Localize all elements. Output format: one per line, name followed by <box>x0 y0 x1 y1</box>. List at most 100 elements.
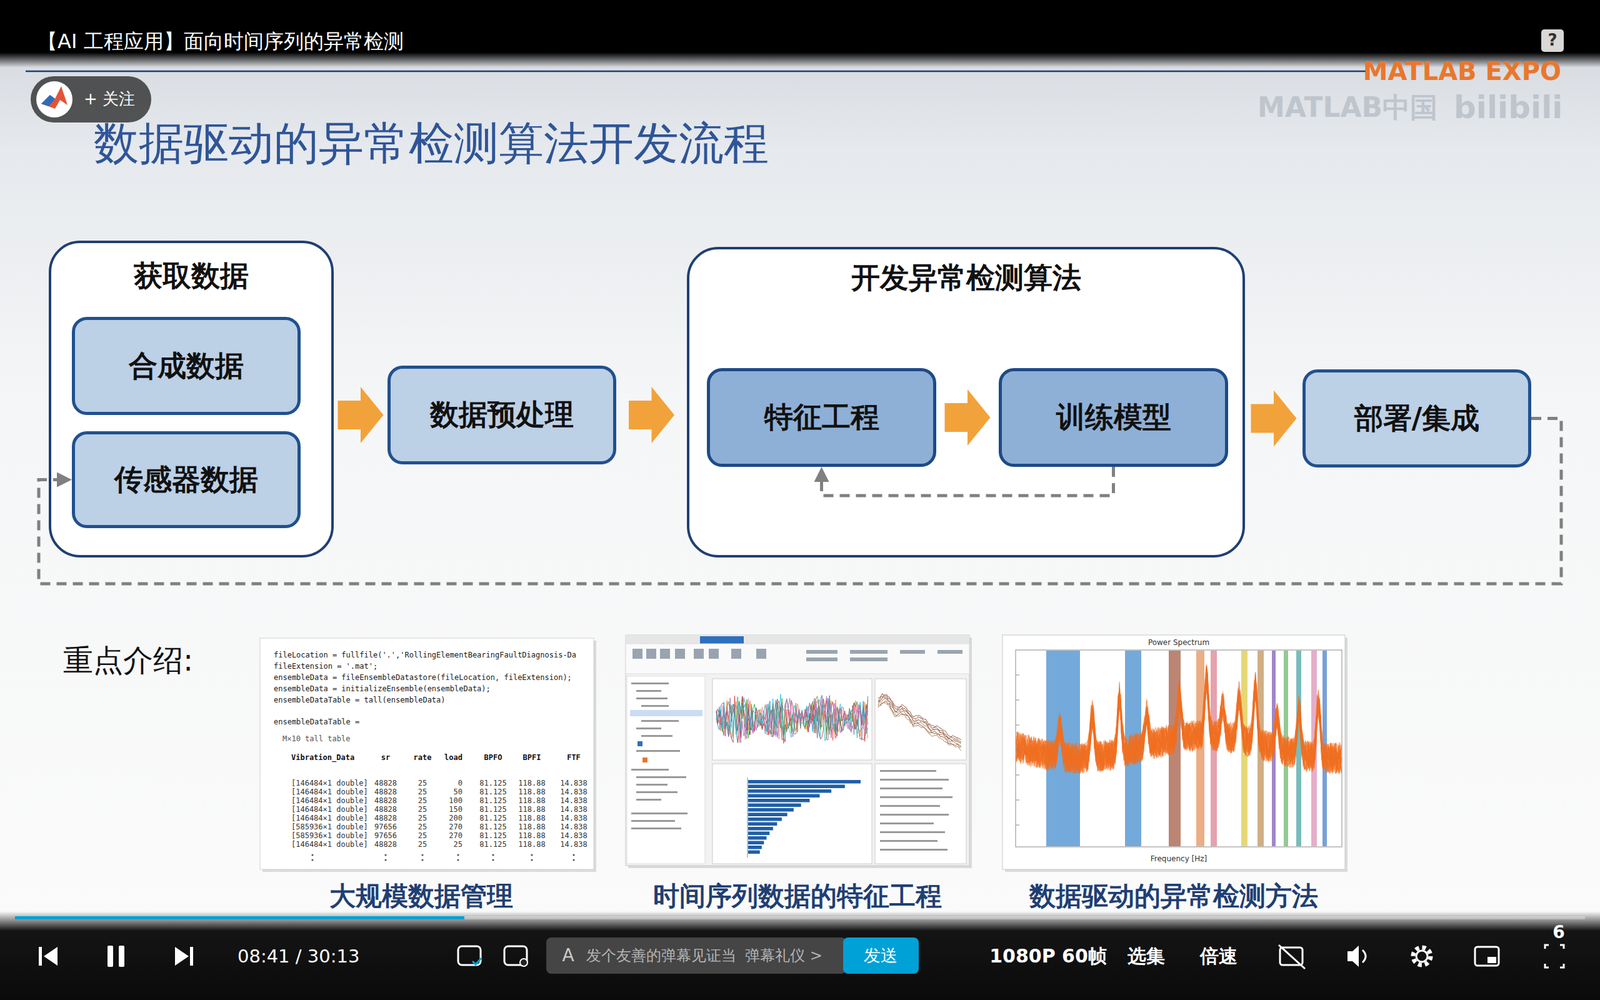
pause-button <box>118 945 125 967</box>
code-line: ensembleData = initializeEnsemble(ensemb… <box>273 684 491 694</box>
tree-rows <box>636 697 668 700</box>
ranking-panel <box>712 763 872 864</box>
table-header: sr <box>381 753 390 762</box>
fullscreen-button <box>1545 945 1564 968</box>
avatar <box>36 81 73 118</box>
thumbnail-frame <box>260 638 594 870</box>
ranking-bars <box>748 817 782 822</box>
toolbar-icons <box>708 648 719 659</box>
spectrum-traces <box>878 702 962 751</box>
spectrum-traces <box>878 693 962 752</box>
signal-traces <box>716 694 869 742</box>
toolbar-icons <box>806 657 838 662</box>
volume-button <box>1362 950 1366 963</box>
avatar-logo <box>41 86 68 109</box>
ranking-bars <box>748 780 861 854</box>
tree-selection <box>630 710 703 717</box>
follow-button-text: + 关注 <box>83 89 135 109</box>
process-box: 特征工程 <box>706 368 937 467</box>
ranking-axis <box>747 777 749 858</box>
table-cell: [585936×1 double] <box>291 831 369 840</box>
box-label: 数据预处理 <box>430 397 574 432</box>
progress-track <box>15 916 1585 920</box>
table-cell: [585936×1 double] <box>291 822 369 832</box>
ranking-bars <box>748 808 794 812</box>
playback-time: 08:41 / 30:13 <box>237 945 360 968</box>
table-cell: 81.125 <box>479 778 507 788</box>
help-icon <box>1541 29 1564 52</box>
table-cell: 14.838 <box>560 831 587 840</box>
tree-rows <box>636 798 662 801</box>
app-toolbar <box>625 643 970 674</box>
table-cell: 14.838 <box>560 787 587 797</box>
table-cell: 97656 <box>374 831 397 840</box>
table-ellipsis <box>572 858 575 861</box>
thumbnail-caption: 数据驱动的异常检测方法 <box>1029 880 1319 912</box>
player-menu: 选集 <box>1127 945 1165 968</box>
thumbnail-frame <box>1002 635 1345 870</box>
table-cell: 118.88 <box>518 778 545 788</box>
table-cell: 270 <box>448 822 463 832</box>
box-label: 训练模型 <box>1056 400 1172 435</box>
tree-panel <box>626 676 705 864</box>
feature-list-rows <box>880 770 937 772</box>
group-box: 获取数据合成数据传感器数据 <box>48 240 334 558</box>
table-cell: 150 <box>448 805 463 814</box>
code-line: ensembleDataTable = tall(ensembleData) <box>273 695 446 705</box>
ranking-bars <box>748 813 788 817</box>
tree-rows <box>636 783 668 786</box>
danmaku-toggle <box>458 946 481 965</box>
toolbar-icons <box>850 657 888 662</box>
thumbnail-caption: 时间序列数据的特征工程 <box>653 880 942 912</box>
follow-pill <box>30 76 152 123</box>
axis-ticks <box>1015 675 1020 825</box>
table-cell: 81.125 <box>479 787 507 797</box>
group-title: 开发异常检测算法 <box>851 260 1082 295</box>
box-label: 合成数据 <box>128 348 244 384</box>
tree-swatch <box>642 757 648 763</box>
next-button <box>175 946 194 966</box>
table-cell: 81.125 <box>479 796 507 805</box>
table-cell: 118.88 <box>518 822 545 832</box>
toolbar-icons <box>850 650 888 654</box>
table-cell: 48828 <box>374 778 397 788</box>
box-label: 特征工程 <box>764 400 880 435</box>
tree-rows <box>641 705 669 707</box>
axis-ticks <box>1015 800 1020 801</box>
axis-ticks <box>1015 700 1020 701</box>
player-menu: 1080P 60帧 <box>989 945 1107 968</box>
toolbar-icons <box>731 648 742 659</box>
table-cell: 14.838 <box>560 778 587 788</box>
table-cell: 200 <box>448 813 463 823</box>
prev-button <box>38 946 58 966</box>
watermark: bilibili <box>1453 88 1563 127</box>
ranking-bars <box>748 785 845 789</box>
tree-rows <box>636 750 680 752</box>
feature-list-rows <box>880 770 953 851</box>
group-heading: 获取数据 <box>51 258 332 294</box>
table-cell: 25 <box>418 778 427 788</box>
table-ellipsis <box>311 858 314 861</box>
toolbar-icons <box>646 648 657 659</box>
tree-rows <box>631 820 675 822</box>
power-spectrum-traces <box>1016 667 1342 774</box>
input-link: 弹幕礼仪 > <box>745 946 823 965</box>
feature-list-rows <box>880 831 945 834</box>
progress-played <box>15 916 465 920</box>
table-cell: [146484×1 double] <box>291 778 369 788</box>
table-cell: [146484×1 double] <box>291 796 369 805</box>
ranking-bars <box>748 850 760 855</box>
spectrum-traces <box>878 701 962 748</box>
input-icon: A <box>561 945 574 967</box>
slide-title: 数据驱动的异常检测算法开发流程 <box>93 116 769 170</box>
table-cell: 48828 <box>374 796 397 805</box>
pip-button <box>1475 946 1499 966</box>
group-heading: 开发异常检测算法 <box>689 260 1243 295</box>
thumbnail-frame <box>625 635 970 866</box>
table-cell: 118.88 <box>518 796 545 805</box>
table-cell: 100 <box>448 796 463 805</box>
table-cell: 25 <box>418 796 427 805</box>
